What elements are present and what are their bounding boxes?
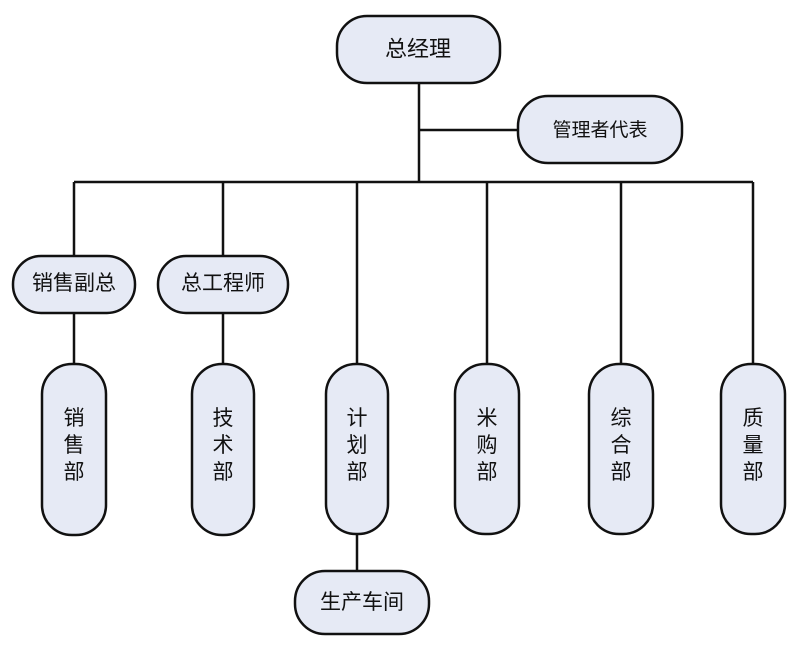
node-chief-engineer: 总工程师 bbox=[156, 254, 290, 315]
node-general-manager-label: 总经理 bbox=[385, 38, 451, 63]
node-general-affairs-dept: 综合部 bbox=[587, 362, 655, 536]
node-quality-dept: 质量部 bbox=[719, 362, 787, 536]
node-general-affairs-dept-label: 综合部 bbox=[611, 406, 632, 484]
node-management-rep: 管理者代表 bbox=[516, 94, 684, 165]
node-sales-vp-label: 销售副总 bbox=[32, 271, 116, 295]
node-planning-dept: 计划部 bbox=[324, 362, 390, 536]
node-purchasing-dept-label: 米购部 bbox=[477, 406, 498, 484]
node-management-rep-label: 管理者代表 bbox=[552, 119, 647, 141]
node-chief-engineer-label: 总工程师 bbox=[181, 271, 265, 295]
node-purchasing-dept: 米购部 bbox=[453, 362, 521, 536]
connector-lines bbox=[72, 82, 755, 571]
node-planning-dept-label: 计划部 bbox=[347, 406, 368, 484]
node-sales-dept-label: 销售部 bbox=[64, 406, 85, 484]
node-sales-dept: 销售部 bbox=[40, 362, 108, 537]
node-production-workshop: 生产车间 bbox=[293, 569, 431, 636]
node-tech-dept: 技术部 bbox=[190, 362, 256, 537]
node-sales-vp: 销售副总 bbox=[11, 254, 137, 315]
node-production-workshop-label: 生产车间 bbox=[320, 590, 404, 614]
node-quality-dept-label: 质量部 bbox=[743, 406, 764, 484]
node-general-manager: 总经理 bbox=[335, 14, 502, 85]
node-tech-dept-label: 技术部 bbox=[213, 406, 234, 484]
